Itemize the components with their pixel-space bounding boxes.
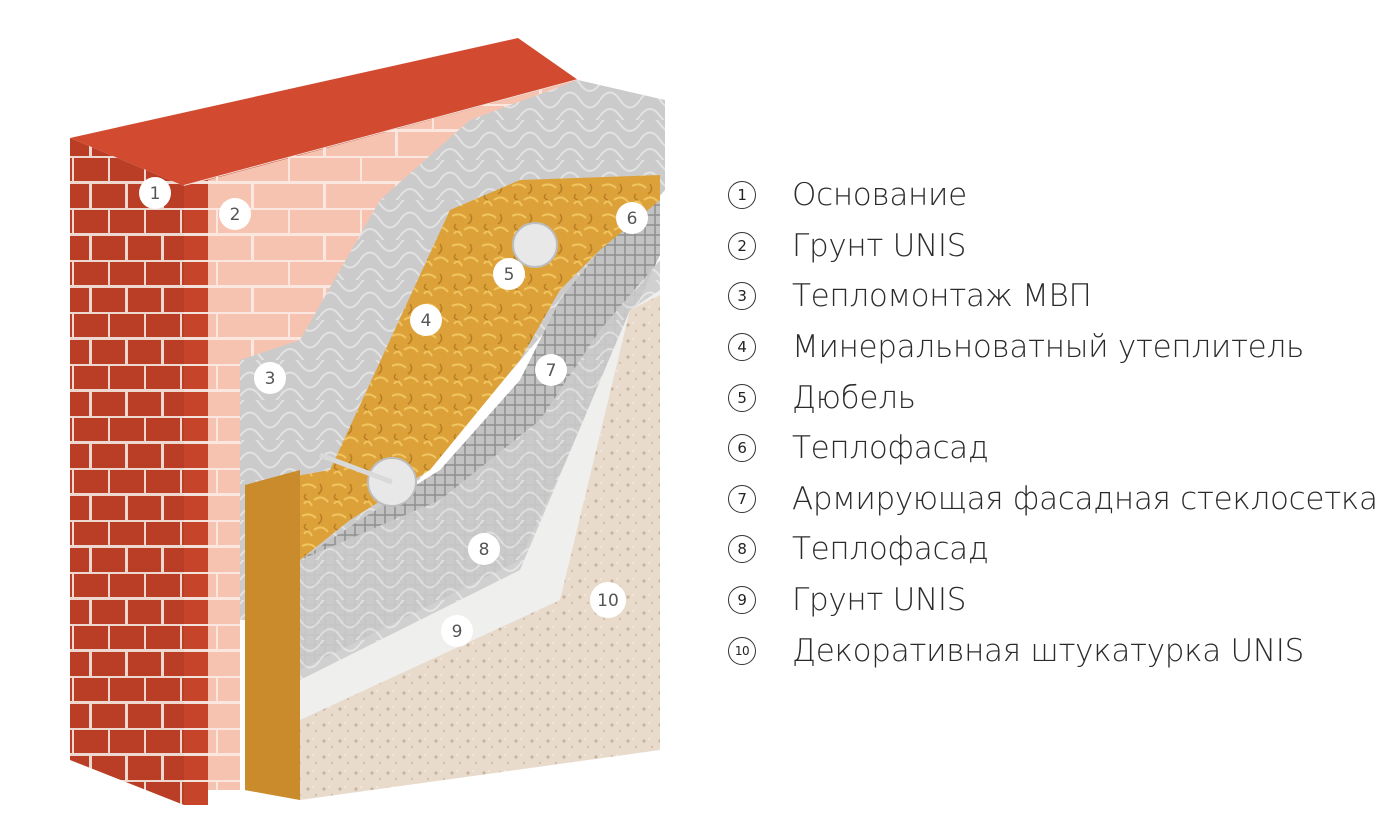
svg-text:7: 7 [546,361,557,381]
legend-item: 1 Основание [728,170,1388,221]
callout-4: 4 [410,304,442,336]
svg-text:6: 6 [627,209,638,229]
legend-label: Грунт UNIS [792,227,967,264]
svg-text:10: 10 [597,591,619,611]
legend-label: Теплофасад [792,430,989,467]
legend-label: Основание [792,177,967,214]
legend-number: 10 [728,636,756,665]
callout-3: 3 [254,362,286,394]
callout-8: 8 [468,533,500,565]
svg-text:9: 9 [452,622,463,642]
callout-markers: 1 2 3 4 5 6 7 8 9 10 [139,177,648,647]
callout-1: 1 [139,177,171,209]
legend-item: 5 Дюбель [728,372,1388,423]
legend-label: Декоративная штукатурка UNIS [792,632,1305,669]
legend-item: 9 Грунт UNIS [728,575,1388,626]
legend-number: 6 [728,434,756,463]
callout-2: 2 [219,198,251,230]
legend-item: 7 Армирующая фасадная стеклосетка [728,474,1388,525]
legend-number: 4 [728,333,756,362]
legend-number: 5 [728,383,756,412]
legend-item: 8 Теплофасад [728,524,1388,575]
callout-6: 6 [616,202,648,234]
callout-7: 7 [535,354,567,386]
decorative-plaster-layer [300,295,660,800]
svg-text:8: 8 [479,540,490,560]
svg-text:4: 4 [421,311,432,331]
svg-text:2: 2 [230,205,241,225]
facade-layers-diagram: 1 2 3 4 5 6 7 8 9 10 [70,38,665,805]
legend-number: 9 [728,586,756,615]
legend-number: 1 [728,181,756,210]
legend-item: 3 Тепломонтаж МВП [728,271,1388,322]
svg-text:3: 3 [265,369,276,389]
legend-label: Грунт UNIS [792,582,967,619]
base-coat-layer [300,260,660,680]
svg-text:5: 5 [504,265,515,285]
legend-number: 3 [728,282,756,311]
legend-label: Тепломонтаж МВП [792,278,1092,315]
legend-item: 4 Минеральноватный утеплитель [728,322,1388,373]
svg-text:1: 1 [150,184,161,204]
callout-5: 5 [493,258,525,290]
dowel-icon [319,222,558,507]
legend-item: 10 Декоративная штукатурка UNIS [728,625,1388,676]
legend-label: Армирующая фасадная стеклосетка [792,480,1378,517]
callout-9: 9 [441,615,473,647]
legend-item: 6 Теплофасад [728,423,1388,474]
legend-number: 7 [728,484,756,513]
legend-label: Дюбель [792,379,916,416]
legend-item: 2 Грунт UNIS [728,221,1388,272]
legend-number: 2 [728,231,756,260]
legend-label: Минеральноватный утеплитель [792,329,1304,366]
callout-10: 10 [590,582,626,618]
legend-label: Теплофасад [792,531,989,568]
legend-number: 8 [728,535,756,564]
